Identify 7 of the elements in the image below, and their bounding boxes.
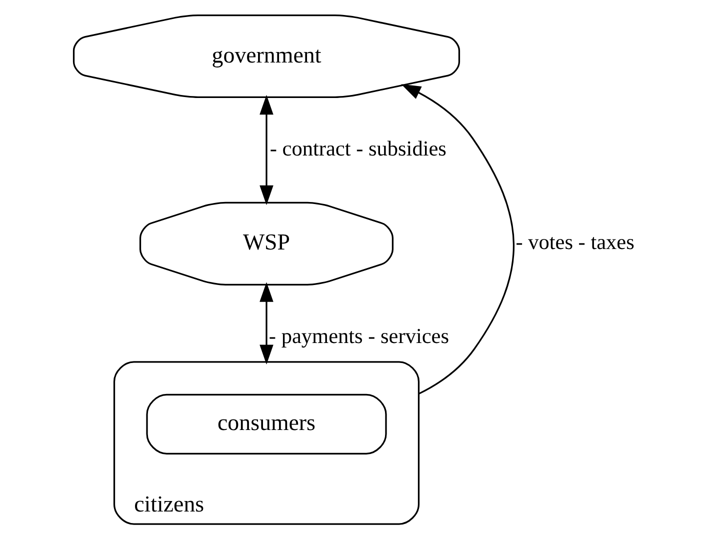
- arrow: [260, 94, 274, 206]
- arrow: [260, 282, 274, 364]
- edge-label: - payments - services: [268, 324, 450, 348]
- node-box: consumers: [146, 394, 387, 454]
- edge-label: - contract - subsidies: [270, 136, 446, 161]
- arrow: [401, 84, 514, 395]
- edge-label: - votes - taxes: [516, 230, 634, 254]
